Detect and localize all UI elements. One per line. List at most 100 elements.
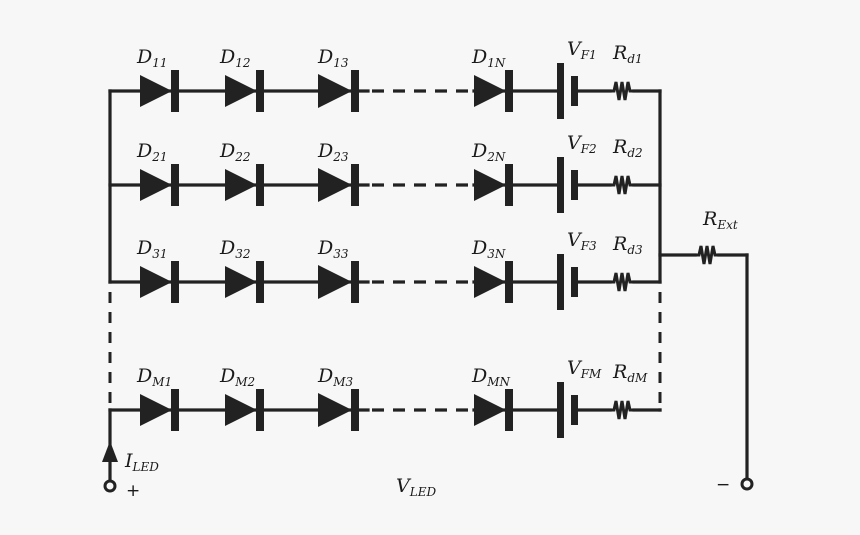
rext-label: RExt <box>702 208 738 232</box>
row2-diode-4-label-main: D <box>471 140 487 162</box>
row4-diode-1-label-subscript: M1 <box>151 375 172 389</box>
row1-diode-2-label-subscript: 12 <box>235 56 250 70</box>
row1-resistor <box>610 81 634 101</box>
row2-diode-3-label-main: D <box>317 140 333 162</box>
row3-diode-1-label-subscript: 31 <box>152 247 167 261</box>
row4-vf-label-subscript: FM <box>580 367 602 381</box>
row1-diode-4-triangle <box>474 75 506 107</box>
row2-rd-label-subscript: d2 <box>627 146 642 160</box>
row2-diode-3-label: D23 <box>317 140 349 164</box>
row3-vf-short-plate <box>571 267 578 297</box>
row1-vf-long-plate <box>557 63 564 119</box>
row3-diode-2-label: D32 <box>219 237 251 261</box>
row3-vf-label-main: V <box>567 229 583 251</box>
row1-diode-4-label-subscript: 1N <box>487 56 506 70</box>
row3-diode-3-label-main: D <box>317 237 333 259</box>
iled-arrow <box>102 441 118 462</box>
row2-diode-3-label-subscript: 23 <box>332 150 349 164</box>
row1-diode-1-triangle <box>140 75 172 107</box>
row3-diode-3-cathode-bar <box>351 261 359 303</box>
row1-diode-2-label-main: D <box>219 46 235 68</box>
row2-diode-3-cathode-bar <box>351 164 359 206</box>
plus-sign: + <box>126 481 140 501</box>
row3-diode-2-cathode-bar <box>256 261 264 303</box>
row3-diode-3-label: D33 <box>317 237 349 261</box>
row4-diode-4-label-main: D <box>471 365 487 387</box>
row2-diode-4-cathode-bar <box>505 164 513 206</box>
row4-diode-1-triangle <box>140 394 172 426</box>
row4-vf-short-plate <box>571 395 578 425</box>
row2-diode-1-label: D21 <box>136 140 168 164</box>
row4-diode-2-triangle <box>225 394 257 426</box>
row3-diode-2-label-main: D <box>219 237 235 259</box>
row2-diode-4-triangle <box>474 169 506 201</box>
row3-diode-3-triangle <box>318 265 352 299</box>
row3-rd-label-subscript: d3 <box>627 243 643 257</box>
row2-vf-short-plate <box>571 170 578 200</box>
row1-diode-3-label-main: D <box>317 46 333 68</box>
row3-diode-1-label: D31 <box>136 237 168 261</box>
row1-diode-4-label-main: D <box>471 46 487 68</box>
positive-terminal <box>103 479 117 493</box>
row4-diode-3-cathode-bar <box>351 389 359 431</box>
row1-vf-label: VF1 <box>567 38 597 62</box>
row2-vf-label: VF2 <box>567 132 597 156</box>
row1-diode-1-label-subscript: 11 <box>152 56 167 70</box>
row3-diode-4-triangle <box>474 266 506 298</box>
row2-diode-2-cathode-bar <box>256 164 264 206</box>
row4-vf-long-plate <box>557 382 564 438</box>
row3-vf-long-plate <box>557 254 564 310</box>
row2-diode-1-cathode-bar <box>171 164 179 206</box>
row4-diode-4-cathode-bar <box>505 389 513 431</box>
row2-vf-label-main: V <box>567 132 583 154</box>
row2-diode-1-label-subscript: 21 <box>151 150 167 164</box>
row1-diode-3-triangle <box>318 74 352 108</box>
row1-diode-2-cathode-bar <box>256 70 264 112</box>
row2-diode-2-label: D22 <box>219 140 251 164</box>
row1-diode-2-label: D12 <box>219 46 251 70</box>
row3-diode-1-cathode-bar <box>171 261 179 303</box>
negative-terminal <box>740 477 754 491</box>
row2-diode-2-label-subscript: 22 <box>234 150 250 164</box>
row2-diode-4-label: D2N <box>471 140 506 164</box>
row4-resistor <box>610 400 634 420</box>
row2-diode-3-triangle <box>318 168 352 202</box>
row3-diode-4-label: D3N <box>471 237 506 261</box>
row2-diode-4-label-subscript: 2N <box>486 150 506 164</box>
row2-resistor <box>610 175 634 195</box>
row1-vf-short-plate <box>571 76 578 106</box>
row3-diode-1-label-main: D <box>136 237 152 259</box>
row4-diode-1-label-main: D <box>136 365 152 387</box>
row4-rd-label-subscript: dM <box>627 371 648 385</box>
row4-diode-2-label-subscript: M2 <box>234 375 255 389</box>
rext-label-main: R <box>702 208 717 230</box>
iled-label-subscript: LED <box>132 460 160 474</box>
row3-rd-label: Rd3 <box>612 233 643 257</box>
row4-vf-label-main: V <box>567 357 583 379</box>
row3-vf-label: VF3 <box>567 229 597 253</box>
row4-diode-2-label-main: D <box>219 365 235 387</box>
row1-rd-label-main: R <box>612 42 627 64</box>
row3-vf-label-subscript: F3 <box>580 239 597 253</box>
row2-vf-label-subscript: F2 <box>580 142 597 156</box>
row1-rd-label: Rd1 <box>612 42 643 66</box>
minus-sign: − <box>716 475 730 495</box>
rext-label-subscript: Ext <box>716 218 738 232</box>
row4-rd-label: RdM <box>612 361 648 385</box>
row1-diode-4-cathode-bar <box>505 70 513 112</box>
row2-diode-1-triangle <box>140 169 172 201</box>
row1-diode-2-triangle <box>225 75 257 107</box>
row3-diode-2-triangle <box>225 266 257 298</box>
row1-diode-3-label-subscript: 13 <box>333 56 349 70</box>
row4-vf-label: VFM <box>567 357 602 381</box>
row3-diode-4-cathode-bar <box>505 261 513 303</box>
row1-diode-4-label: D1N <box>471 46 506 70</box>
row4-diode-3-label: DM3 <box>317 365 354 389</box>
iled-label: ILED <box>124 450 159 474</box>
row2-diode-2-label-main: D <box>219 140 235 162</box>
row2-vf-long-plate <box>557 157 564 213</box>
row4-rd-label-main: R <box>612 361 627 383</box>
row4-diode-3-label-main: D <box>317 365 333 387</box>
row1-diode-1-label-main: D <box>136 46 152 68</box>
